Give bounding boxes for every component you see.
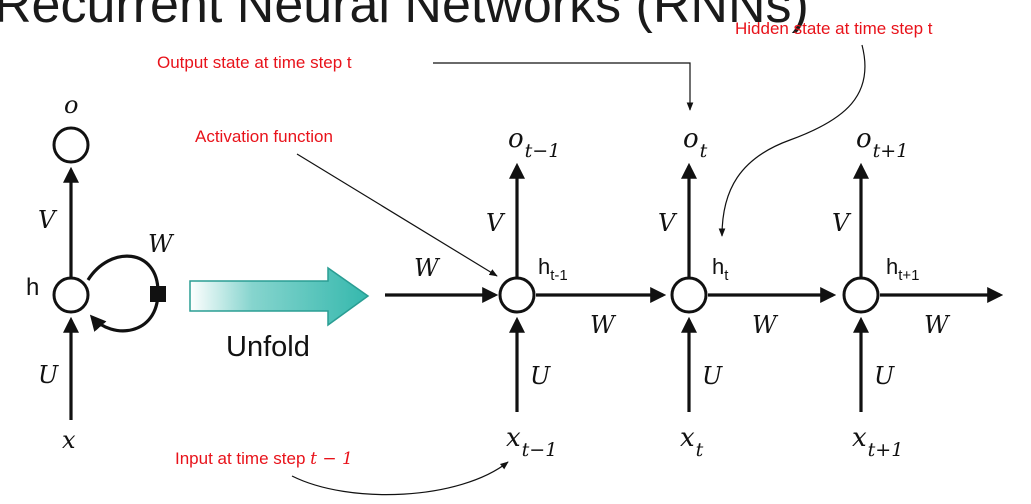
- input-pointer: [291, 461, 509, 496]
- w-label-in: W: [414, 254, 441, 282]
- step2-hidden-label: ht: [712, 254, 729, 284]
- folded-output-node: [52, 126, 90, 164]
- step2-input-label: xt: [680, 423, 704, 461]
- activation-pointer: [296, 153, 498, 277]
- w-label-2-3: W: [752, 311, 779, 339]
- output-state-pointer: [433, 62, 694, 111]
- step2-v-label: V: [658, 209, 678, 237]
- step3-v-label: V: [832, 209, 852, 237]
- annotations: Output state at time step t Hidden state…: [157, 19, 933, 496]
- step1-hidden-label: ht-1: [538, 254, 568, 284]
- step2-hidden-node: [670, 276, 708, 314]
- activation-annotation: Activation function: [195, 127, 333, 146]
- input-annotation: Input at time step t − 1: [175, 449, 353, 469]
- folded-recurrent-loop: [86, 254, 160, 333]
- step3-hidden-label: ht+1: [886, 254, 920, 284]
- step1-hidden-node: [498, 276, 536, 314]
- step1-u-label: U: [530, 362, 551, 390]
- step-t-minus-1: ot−1 V ht-1 U xt−1: [486, 124, 568, 461]
- step2-output-label: ot: [683, 124, 708, 162]
- folded-hidden-label: h: [26, 274, 39, 301]
- unfolded-rnn: W ot−1 V ht-1 U xt−1 W ot V ht U xt W: [385, 124, 1004, 461]
- step1-input-label: xt−1: [506, 423, 557, 461]
- unfold-arrow: Unfold: [189, 266, 370, 363]
- step1-v-label: V: [486, 209, 506, 237]
- step-t: ot V ht U xt: [658, 124, 729, 461]
- hidden-state-pointer: [718, 44, 866, 237]
- unfold-arrow-icon: [189, 266, 370, 327]
- folded-input-label: x: [62, 426, 76, 454]
- page-title: Recurrent Neural Networks (RNNs): [0, 0, 809, 34]
- folded-u-label: U: [38, 361, 59, 389]
- folded-v-label: V: [38, 206, 58, 234]
- unfold-label: Unfold: [226, 331, 310, 363]
- step3-u-label: U: [874, 362, 895, 390]
- step3-hidden-node: [842, 276, 880, 314]
- delay-square-icon: [150, 286, 166, 302]
- folded-w-label: W: [148, 230, 175, 258]
- hidden-state-annotation: Hidden state at time step t: [735, 19, 933, 38]
- step2-u-label: U: [702, 362, 723, 390]
- folded-output-label: o: [64, 91, 78, 119]
- folded-hidden-node: [52, 276, 90, 314]
- output-state-annotation: Output state at time step t: [157, 53, 352, 72]
- step3-output-label: ot+1: [856, 124, 908, 162]
- step-t-plus-1: ot+1 V ht+1 U xt+1: [832, 124, 920, 461]
- step3-input-label: xt+1: [852, 423, 903, 461]
- w-label-1-2: W: [590, 311, 617, 339]
- folded-rnn: o V h W U x: [26, 91, 175, 454]
- w-label-out: W: [924, 311, 951, 339]
- step1-output-label: ot−1: [508, 124, 560, 162]
